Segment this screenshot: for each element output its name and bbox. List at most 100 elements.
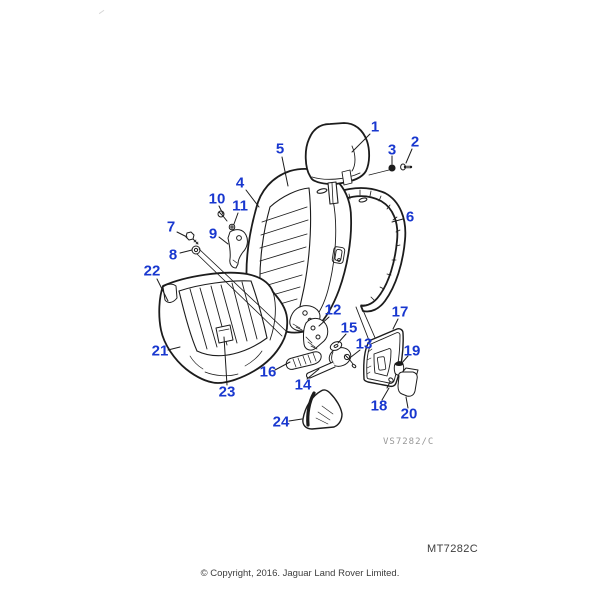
rear-cover-strap-line-2 <box>355 306 371 344</box>
callout-16[interactable]: 16 <box>260 364 277 381</box>
clip-part-3 <box>388 164 396 172</box>
callout-14-leader <box>306 368 320 380</box>
callout-21[interactable]: 21 <box>152 343 169 360</box>
clip-3-axis-line <box>368 169 390 176</box>
callout-1-leader <box>351 133 371 153</box>
callout-7-leader <box>176 231 188 238</box>
bolt-axis-line-1 <box>198 248 287 332</box>
copyright-notice: © Copyright, 2016. Jaguar Land Rover Lim… <box>200 568 400 579</box>
bracket-9-outline <box>227 229 248 269</box>
callout-15[interactable]: 15 <box>341 320 358 337</box>
headrest <box>304 122 371 205</box>
callout-18[interactable]: 18 <box>371 398 388 415</box>
drawing-ref-code: VS7282/C <box>383 437 435 447</box>
callout-13-leader <box>350 349 361 358</box>
squab-pleat-panel-right-border <box>298 187 312 312</box>
callout-8[interactable]: 8 <box>169 247 177 264</box>
callout-24[interactable]: 24 <box>273 414 290 431</box>
cushion-pleat-panel-top-border <box>178 280 252 292</box>
washer-15-outer <box>329 341 343 351</box>
cover-24-outline <box>302 389 343 430</box>
panel-17-inner-slot <box>376 356 387 371</box>
callout-15-leader <box>337 333 347 344</box>
callout-4-leader <box>245 189 260 208</box>
headrest-guide-slot <box>316 188 328 194</box>
screw-part-10 <box>217 210 228 222</box>
projection-lines <box>196 248 287 337</box>
callout-20[interactable]: 20 <box>401 406 418 423</box>
callout-6-leader <box>391 218 404 223</box>
screw-18-shank <box>386 381 391 389</box>
cushion-pleat-panel-left-border <box>178 290 198 352</box>
rear-cover-stitch-ticks <box>348 189 401 301</box>
diagram-code-label: MT7282C <box>427 543 479 555</box>
nut-part-11 <box>228 223 236 231</box>
callout-9-leader <box>218 236 229 245</box>
callout-19-leader <box>400 355 409 365</box>
screw-13-tip <box>351 363 357 369</box>
nut-11-inner <box>230 225 234 229</box>
headrest-side-crease <box>351 145 356 172</box>
rear-cover-strap-line-1 <box>361 307 377 341</box>
screw-part-18 <box>386 377 394 389</box>
cushion-front-details <box>189 350 263 377</box>
callout-22[interactable]: 22 <box>144 263 161 280</box>
callout-7[interactable]: 7 <box>167 219 175 236</box>
screw-10-shank <box>222 215 228 222</box>
cover-cap-part-20 <box>397 367 419 397</box>
cushion-front-bolster-crease <box>196 337 268 357</box>
panel-17-inner-border <box>366 332 401 384</box>
callout-19[interactable]: 19 <box>404 343 421 360</box>
cushion-side-crease <box>269 291 276 341</box>
mounting-bracket-part-9 <box>227 229 248 269</box>
finisher-strip-part-16 <box>285 351 322 370</box>
screw-13-shank <box>348 358 354 365</box>
callout-23[interactable]: 23 <box>219 384 236 401</box>
callout-2-leader <box>405 148 413 164</box>
valance-cover-part-24 <box>302 389 343 430</box>
rear-cover-slot <box>358 197 368 203</box>
callout-6[interactable]: 6 <box>406 209 414 226</box>
callout-3[interactable]: 3 <box>388 142 396 159</box>
callout-2[interactable]: 2 <box>411 134 419 151</box>
rear-cover-inner-edge <box>325 195 398 306</box>
cushion-flap-23-line <box>218 328 230 332</box>
washer-part-8 <box>191 245 201 255</box>
callout-1[interactable]: 1 <box>371 119 379 136</box>
cushion-corner-flap-22 <box>162 283 178 303</box>
callout-13[interactable]: 13 <box>356 336 373 353</box>
callout-12[interactable]: 12 <box>325 302 342 319</box>
headrest-outline <box>304 122 371 185</box>
headrest-socket <box>341 169 353 186</box>
callout-23-leader <box>223 336 228 386</box>
callout-5-leader <box>281 156 289 187</box>
hinge-cover-part-12 <box>302 317 329 351</box>
cushion-pleat-panel-right-border <box>250 280 268 339</box>
callout-18-leader <box>381 387 390 401</box>
clip-19-cap <box>394 361 404 366</box>
seat-cushion <box>158 271 289 384</box>
callout-9[interactable]: 9 <box>209 226 217 243</box>
washer-15-inner <box>333 344 339 348</box>
screw-18-head <box>388 377 394 383</box>
callout-22-leader <box>156 278 169 302</box>
callout-20-leader <box>405 396 409 409</box>
cap-20-front-face <box>397 371 418 397</box>
washer-part-15 <box>329 341 343 351</box>
headrest-bottom-crease <box>311 172 361 180</box>
callout-10-leader <box>218 205 224 215</box>
cover-24-edge-band <box>306 391 316 427</box>
washer-8-outer <box>191 245 201 255</box>
callout-4[interactable]: 4 <box>236 175 245 192</box>
callout-10[interactable]: 10 <box>209 191 226 208</box>
callout-17[interactable]: 17 <box>392 304 409 321</box>
side-finisher-panel-17 <box>363 328 404 388</box>
callout-11[interactable]: 11 <box>232 198 248 215</box>
callout-14[interactable]: 14 <box>295 377 312 394</box>
panel-17-opening <box>373 348 392 377</box>
cushion-center-flap-23 <box>215 324 234 344</box>
callout-5[interactable]: 5 <box>276 141 284 158</box>
